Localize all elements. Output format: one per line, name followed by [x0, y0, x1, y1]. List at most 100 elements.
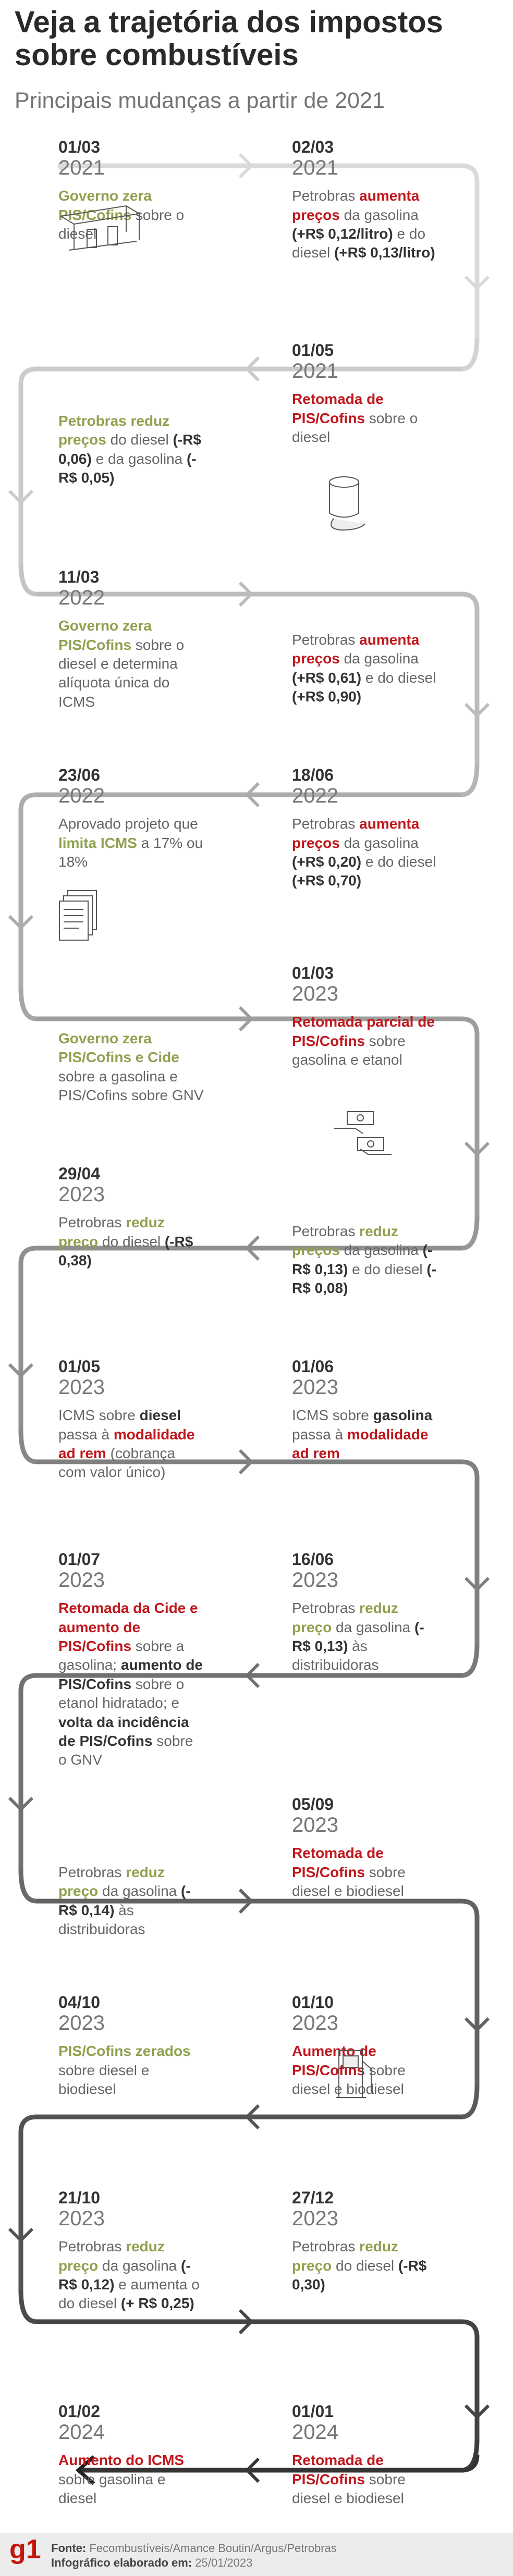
event-description: Petrobras reduz preço da gasolina (-R$ 0…	[58, 2237, 204, 2313]
event-text-part: sobre diesel e biodiesel	[292, 2062, 406, 2097]
event-description: Petrobras reduz preços do diesel (-R$ 0,…	[58, 412, 204, 488]
event-text-part: Aumento do ICMS	[58, 2452, 185, 2469]
event-text-part: a 17% ou 18%	[58, 834, 203, 870]
event-text-part: Retomada da Cide e aumento de PIS/Cofins	[58, 1600, 198, 1654]
event-year: 2023	[292, 1569, 338, 1592]
event-text-part: e do diesel	[292, 225, 426, 261]
money-hands-icon	[334, 1111, 392, 1155]
event-date: 01/10	[292, 1993, 334, 2012]
event-date: 01/02	[58, 2402, 101, 2421]
event-description: Governo zera PIS/Cofins sobre o diesel	[58, 187, 204, 243]
timeline-curve	[18, 1869, 37, 1904]
timeline-arrow	[464, 1576, 490, 1592]
credit-text: 25/01/2023	[192, 2556, 253, 2569]
timeline-arrow	[238, 1006, 254, 1032]
event-text-part: sobre o diesel	[292, 410, 418, 445]
timeline-start-dot	[58, 161, 67, 170]
event-year: 2023	[292, 1376, 338, 1399]
event-text-part: (+R$ 0,13/litro)	[334, 244, 435, 261]
event-date: 01/03	[292, 964, 334, 982]
event-description: PIS/Cofins zerados sobre diesel e biodie…	[58, 2042, 204, 2099]
timeline-arrow	[245, 1662, 260, 1688]
timeline-segment	[18, 792, 461, 988]
event-description: Retomada de PIS/Cofins sobre o diesel	[292, 390, 438, 447]
timeline-segment	[36, 591, 480, 763]
event-text-part: (+ R$ 0,25)	[120, 2295, 194, 2312]
timeline-arrow	[464, 1141, 490, 1157]
event-description: Retomada de PIS/Cofins sobre diesel e bi…	[292, 2451, 438, 2508]
event-date: 01/07	[58, 1550, 101, 1569]
event-text-part: (+R$ 0,70)	[292, 872, 362, 889]
event-text-part: sobre a gasolina e PIS/Cofins sobre GNV	[58, 1068, 204, 1104]
event-text-part: (-R$ 0,12)	[58, 2257, 191, 2292]
event-text-part: passa à	[292, 1426, 347, 1443]
footer: g1 Fonte: Fecombustíveis/Amance Boutin/A…	[0, 2533, 513, 2576]
event-year: 2023	[58, 2012, 105, 2035]
gas-station-icon	[59, 205, 141, 251]
event-text-part: Retomada de PIS/Cofins	[292, 2452, 384, 2487]
timeline-arrow	[464, 2404, 490, 2420]
event-year: 2022	[292, 784, 338, 808]
event-text-part: da gasolina	[98, 1883, 181, 1900]
event-text-part: aumenta preços	[292, 816, 420, 851]
event-text-part: limita ICMS	[58, 834, 137, 851]
timeline-arrow	[245, 782, 260, 808]
event-description: Governo zera PIS/Cofins sobre o diesel e…	[58, 617, 204, 711]
credit-label: Infográfico elaborado em:	[51, 2556, 192, 2569]
event-text-part: do diesel	[106, 432, 173, 448]
event-text-part: Retomada de PIS/Cofins	[292, 1845, 384, 1880]
event-text-part: Petrobras	[292, 188, 360, 204]
event-date: 05/09	[292, 1795, 334, 1814]
event-text-part: Petrobras	[292, 816, 360, 832]
timeline-segment	[36, 1459, 480, 1644]
event-text-part: Petrobras reduz preços	[58, 413, 170, 448]
fuel-pump-icon	[336, 2050, 375, 2098]
event-description: Governo zera PIS/Cofins e Cide sobre a g…	[58, 1029, 204, 1105]
event-description: ICMS sobre diesel passa à modalidade ad …	[58, 1406, 204, 1482]
event-date: 23/06	[58, 766, 101, 784]
event-year: 2023	[58, 2207, 105, 2230]
event-description: Retomada da Cide e aumento de PIS/Cofins…	[58, 1599, 204, 1770]
event-date: 01/06	[292, 1357, 334, 1376]
event-date: 01/03	[58, 138, 101, 156]
event-text-part: da gasolina	[339, 650, 419, 667]
event-text-part: aumenta preços	[292, 188, 420, 223]
timeline-segment	[63, 163, 480, 338]
event-description: Petrobras reduz preços da gasolina (-R$ …	[292, 1222, 438, 1298]
page-subtitle: Principais mudanças a partir de 2021	[15, 88, 385, 113]
event-text-part: e do diesel	[361, 669, 436, 686]
event-description: Petrobras reduz preço da gasolina (-R$ 0…	[58, 1863, 204, 1939]
timeline-arrow	[464, 702, 490, 718]
event-text-part: (-R$ 0,06)	[58, 432, 201, 467]
event-text-part: diesel	[139, 1407, 181, 1424]
timeline-event: Petrobras reduz preços do diesel (-R$ 0,…	[58, 412, 204, 488]
timeline-segment	[36, 2319, 480, 2439]
timeline-curve	[18, 1430, 37, 1464]
event-year: 2023	[58, 1376, 105, 1399]
event-text-part: Petrobras	[58, 1864, 126, 1880]
event-text-part: reduz preços	[292, 1223, 398, 1259]
event-text-part: da gasolina	[339, 1242, 423, 1259]
timeline-arrow	[464, 275, 490, 291]
event-date: 02/03	[292, 138, 334, 156]
event-description: Retomada parcial de PIS/Cofins sobre gas…	[292, 1013, 438, 1069]
event-year: 2024	[292, 2421, 338, 2444]
event-text-part: sobre gasolina e etanol	[292, 1032, 406, 1068]
timeline-segment	[18, 1246, 461, 1431]
event-text-part: Petrobras	[292, 2238, 360, 2255]
event-date: 29/04	[58, 1164, 101, 1183]
timeline-arrow	[8, 915, 34, 930]
event-text-part: (+R$ 0,20)	[292, 853, 362, 870]
event-year: 2022	[58, 784, 105, 808]
